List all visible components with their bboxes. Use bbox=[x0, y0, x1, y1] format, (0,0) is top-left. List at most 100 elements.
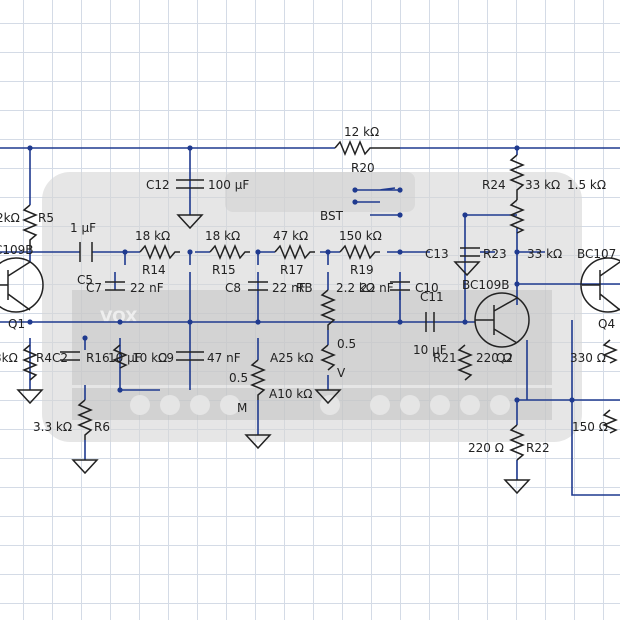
capacitor-c7 bbox=[105, 281, 125, 291]
resistor-r16 bbox=[112, 344, 128, 369]
pot-a25 bbox=[320, 289, 336, 330]
label-bst: BST bbox=[320, 209, 344, 223]
capacitor-c11 bbox=[425, 312, 435, 332]
pot-a10 bbox=[250, 359, 266, 400]
label-rb: RB bbox=[296, 281, 313, 295]
label-r15: R15 bbox=[212, 263, 236, 277]
label-r16: R16 bbox=[86, 351, 110, 365]
label-c7-value: 22 nF bbox=[130, 281, 164, 295]
capacitors bbox=[60, 179, 480, 361]
label-r21: R21 bbox=[433, 351, 457, 365]
label-r14: R14 bbox=[142, 263, 166, 277]
label-r19: R19 bbox=[350, 263, 374, 277]
resistor-r5 bbox=[22, 204, 38, 250]
label-pot-v: V bbox=[337, 366, 346, 380]
label-r21-value: 220 Ω bbox=[476, 351, 512, 365]
label-c5: C5 bbox=[77, 273, 93, 287]
label-q2: Q2 bbox=[496, 351, 513, 365]
label-pot-m: M bbox=[237, 401, 247, 415]
resistor-r4 bbox=[22, 344, 38, 381]
label-q4: Q4 bbox=[598, 317, 615, 331]
label-r19-value: 150 kΩ bbox=[339, 229, 382, 243]
transistors bbox=[0, 257, 620, 348]
label-r4: R4 bbox=[36, 351, 52, 365]
label-r4-value: 3kΩ bbox=[0, 351, 18, 365]
junction-dots bbox=[27, 145, 575, 403]
ground-symbols bbox=[16, 214, 531, 495]
amplifier-grille bbox=[72, 290, 552, 385]
label-r23: R23 bbox=[483, 247, 507, 261]
capacitor-c12 bbox=[176, 179, 204, 189]
label-c7: C7 bbox=[86, 281, 102, 295]
resistor-r15 bbox=[209, 244, 250, 260]
resistor-r14 bbox=[139, 244, 180, 260]
label-r17: R17 bbox=[280, 263, 304, 277]
label-c12-value: 100 µF bbox=[208, 178, 249, 192]
label-r-330: 330 Ω bbox=[570, 351, 606, 365]
component-labels: 12 kΩ R20 C12 100 µF R24 33 kΩ 1.5 kΩ 2k… bbox=[0, 125, 616, 455]
label-c9-value: 22 nF bbox=[360, 281, 394, 295]
resistor-r17 bbox=[274, 244, 315, 260]
label-r24-value2: 1.5 kΩ bbox=[567, 178, 606, 192]
label-pot-05a: 0.5 bbox=[337, 337, 356, 351]
resistors bbox=[22, 140, 618, 461]
label-c9: C9 bbox=[158, 351, 174, 365]
control-knobs bbox=[130, 395, 510, 415]
label-c8: C8 bbox=[225, 281, 241, 295]
capacitor-c10 bbox=[390, 281, 410, 291]
label-pot-05b: 0.5 bbox=[229, 371, 248, 385]
transistor-q3 bbox=[580, 257, 620, 313]
transistor-q1 bbox=[0, 257, 44, 313]
label-c5-value: 1 µF bbox=[70, 221, 96, 235]
label-r6-value: 3.3 kΩ bbox=[33, 420, 72, 434]
capacitor-c9 bbox=[176, 351, 204, 361]
label-c13: C13 bbox=[425, 247, 449, 261]
label-r14-value: 18 kΩ bbox=[135, 229, 170, 243]
resistor-r23 bbox=[509, 199, 525, 234]
label-c11: C11 bbox=[420, 290, 444, 304]
label-r17-value: 47 kΩ bbox=[273, 229, 308, 243]
capacitor-c2 bbox=[60, 351, 80, 361]
label-r24-value: 33 kΩ bbox=[525, 178, 560, 192]
label-q2-type: BC109B bbox=[462, 278, 510, 292]
label-q3-type: BC107 bbox=[577, 247, 616, 261]
label-c8-value: 22 nF bbox=[272, 281, 306, 295]
label-q1-type: C109B bbox=[0, 243, 34, 257]
label-r20-value: 12 kΩ bbox=[344, 125, 379, 139]
label-c11-value: 10 µF bbox=[413, 343, 447, 357]
resistor-150 bbox=[602, 409, 618, 434]
label-r5-value: 2kΩ bbox=[0, 211, 20, 225]
label-r24: R24 bbox=[482, 178, 506, 192]
resistor-330 bbox=[602, 339, 618, 364]
capacitor-c5 bbox=[79, 242, 93, 262]
resistor-r19 bbox=[339, 244, 380, 260]
label-r15-value: 18 kΩ bbox=[205, 229, 240, 243]
resistor-r24 bbox=[509, 154, 525, 200]
label-c47-value: 47 nF bbox=[207, 351, 241, 365]
label-r16-value: 10 µF bbox=[108, 351, 142, 365]
capacitor-c8 bbox=[248, 281, 268, 291]
label-r22: R22 bbox=[526, 441, 550, 455]
label-r22-value: 220 Ω bbox=[468, 441, 504, 455]
resistor-r6 bbox=[77, 399, 93, 440]
label-c2: C2 bbox=[52, 351, 68, 365]
label-r20: R20 bbox=[351, 161, 375, 175]
capacitor-c13 bbox=[460, 247, 480, 257]
label-c10: C10 bbox=[415, 281, 439, 295]
label-a10: A10 kΩ bbox=[269, 387, 312, 401]
pot-v bbox=[320, 344, 336, 371]
label-r-150: 150 Ω bbox=[572, 420, 608, 434]
label-r23-value: 33 kΩ bbox=[527, 247, 562, 261]
label-c12: C12 bbox=[146, 178, 170, 192]
label-r5: R5 bbox=[38, 211, 54, 225]
resistor-r22 bbox=[509, 424, 525, 461]
label-r6: R6 bbox=[94, 420, 110, 434]
label-r18-value: 2.2 kΩ bbox=[336, 281, 375, 295]
label-c3-value: 10 kΩ bbox=[132, 351, 167, 365]
label-a25: A25 kΩ bbox=[270, 351, 313, 365]
resistor-r21 bbox=[457, 344, 473, 381]
resistor-r20 bbox=[334, 140, 400, 156]
label-q1: Q1 bbox=[8, 317, 25, 331]
